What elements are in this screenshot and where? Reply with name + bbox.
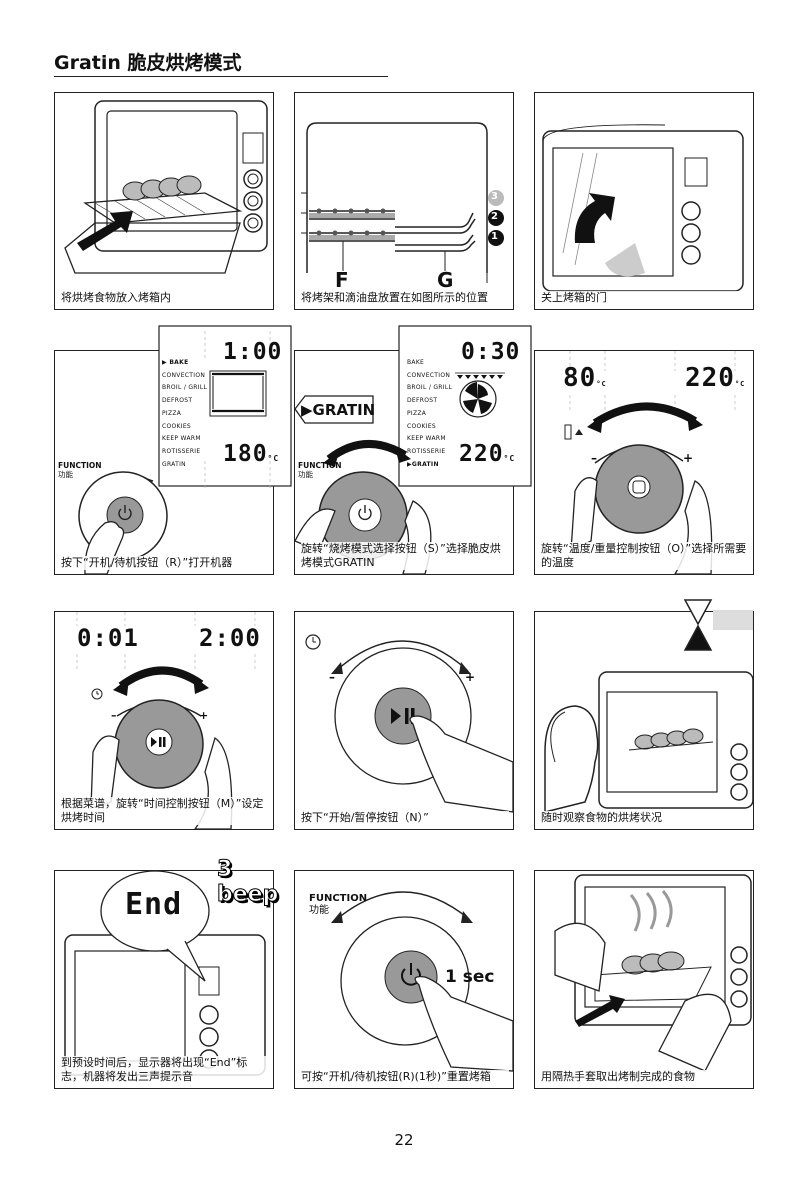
menu-item-broil: BROIL / GRILL bbox=[162, 382, 207, 395]
step-4-panel: ▶ BAKE CONVECTION BROIL / GRILL DEFROST … bbox=[54, 350, 274, 575]
menu-item-gratin: GRATIN bbox=[162, 459, 207, 472]
step-8-caption: 按下“开始/暂停按钮（N）” bbox=[301, 811, 509, 825]
step-4-caption: 按下“开机/待机按钮（R）”打开机器 bbox=[61, 556, 269, 570]
gratin-callout: ▶GRATIN bbox=[301, 401, 375, 419]
menu-item-defrost: DEFROST bbox=[407, 395, 452, 408]
position-2-label: 2 bbox=[491, 211, 498, 222]
label-g: G bbox=[437, 268, 453, 292]
temp-unit: °C bbox=[504, 454, 516, 463]
menu-item-pizza: PIZZA bbox=[162, 408, 207, 421]
step-1-panel: 将烘烤食物放入烤箱内 bbox=[54, 92, 274, 310]
time-max-display: 2:00 bbox=[199, 624, 261, 652]
page-number: 22 bbox=[0, 1131, 808, 1149]
end-display: End bbox=[125, 887, 182, 922]
display-temp: 180°C bbox=[223, 441, 279, 467]
step-12-caption: 用隔热手套取出烤制完成的食物 bbox=[541, 1070, 749, 1084]
page-title: Gratin 脆皮烘烤模式 bbox=[54, 48, 242, 75]
step-10-panel: End 3 beep 到预设时间后，显示器将出现“End”标志，机器将发出三声提… bbox=[54, 870, 274, 1089]
press-duration-label: 1 sec bbox=[445, 967, 494, 987]
temp-min-display: 80°C bbox=[563, 363, 607, 393]
dial-minus-sign: – bbox=[329, 670, 335, 684]
time-min-display: 0:01 bbox=[77, 624, 139, 652]
remove-food-illustration bbox=[535, 871, 753, 1088]
display-time: 0:30 bbox=[461, 339, 520, 365]
step-11-caption: 可按“开机/待机按钮(R)(1秒)”重置烤箱 bbox=[301, 1070, 509, 1084]
step-5-panel: ▶GRATIN BAKE CONVECTION BROIL / GRILL DE… bbox=[294, 350, 514, 575]
menu-item-rotisserie: ROTISSERIE bbox=[407, 446, 452, 459]
temp-max-display: 220°C bbox=[685, 363, 745, 393]
menu-item-keep-warm: KEEP WARM bbox=[162, 433, 207, 446]
step-1-caption: 将烘烤食物放入烤箱内 bbox=[61, 291, 269, 305]
watching-oven-illustration bbox=[535, 612, 753, 829]
step-9-caption: 随时观察食物的烘烤状况 bbox=[541, 811, 749, 825]
menu-item-broil: BROIL / GRILL bbox=[407, 382, 452, 395]
menu-item-convection: CONVECTION bbox=[407, 370, 452, 383]
step-3-panel: 关上烤箱的门 bbox=[534, 92, 754, 310]
step-2-caption: 将烤架和滴油盘放置在如图所示的位置 bbox=[301, 291, 509, 305]
step-7-panel: 0:01 2:00 – + 根据菜谱，旋转“时间控制按钮（M）”设定烘烤时间 bbox=[54, 611, 274, 830]
position-1-label: 1 bbox=[491, 231, 498, 242]
step-8-panel: – + 按下“开始/暂停按钮（N）” bbox=[294, 611, 514, 830]
beep-label: 3 beep bbox=[217, 857, 278, 907]
display-temp: 220°C bbox=[459, 441, 515, 467]
oven-closing-illustration bbox=[535, 93, 753, 309]
start-button-illustration bbox=[295, 612, 513, 829]
dial-minus-sign: – bbox=[591, 451, 597, 465]
step-6-panel: 80°C 220°C – + 旋转“温度/重量控制按钮（O）”选择所需要的温度 bbox=[534, 350, 754, 575]
dial-plus-sign: + bbox=[465, 670, 475, 684]
menu-item-cookies: COOKIES bbox=[162, 421, 207, 434]
label-f: F bbox=[335, 268, 349, 292]
temp-unit: °C bbox=[268, 454, 280, 463]
step-9-panel: 随时观察食物的烘烤状况 bbox=[534, 611, 754, 830]
step-2-panel: 3 2 1 F G 将烤架和滴油盘放置在如图所示的位置 bbox=[294, 92, 514, 310]
step-7-caption: 根据菜谱，旋转“时间控制按钮（M）”设定烘烤时间 bbox=[61, 797, 269, 825]
menu-item-rotisserie: ROTISSERIE bbox=[162, 446, 207, 459]
menu-item-convection: CONVECTION bbox=[162, 370, 207, 383]
menu-item-gratin: ▶GRATIN bbox=[407, 459, 452, 472]
menu-item-keep-warm: KEEP WARM bbox=[407, 433, 452, 446]
position-3-label: 3 bbox=[491, 191, 498, 202]
menu-item-cookies: COOKIES bbox=[407, 421, 452, 434]
step-6-caption: 旋转“温度/重量控制按钮（O）”选择所需要的温度 bbox=[541, 542, 749, 570]
oven-open-illustration bbox=[55, 93, 273, 309]
title-rule bbox=[54, 76, 388, 77]
step-10-caption: 到预设时间后，显示器将出现“End”标志，机器将发出三声提示音 bbox=[61, 1056, 269, 1084]
display-time: 1:00 bbox=[223, 339, 282, 365]
step-12-panel: 用隔热手套取出烤制完成的食物 bbox=[534, 870, 754, 1089]
menu-item-bake: ▶ BAKE bbox=[162, 357, 207, 370]
step-5-caption: 旋转“烧烤模式选择按钮（S）”选择脆皮烘烤模式GRATIN bbox=[301, 542, 509, 570]
menu-item-defrost: DEFROST bbox=[162, 395, 207, 408]
rack-position-diagram bbox=[295, 93, 513, 309]
mode-menu: ▶ BAKE CONVECTION BROIL / GRILL DEFROST … bbox=[162, 357, 207, 471]
dial-plus-sign: + bbox=[199, 709, 208, 722]
step-3-caption: 关上烤箱的门 bbox=[541, 291, 749, 305]
dial-plus-sign: + bbox=[683, 451, 693, 465]
dial-minus-sign: – bbox=[111, 709, 117, 722]
menu-item-pizza: PIZZA bbox=[407, 408, 452, 421]
mode-menu: BAKE CONVECTION BROIL / GRILL DEFROST PI… bbox=[407, 357, 452, 471]
menu-item-bake: BAKE bbox=[407, 357, 452, 370]
